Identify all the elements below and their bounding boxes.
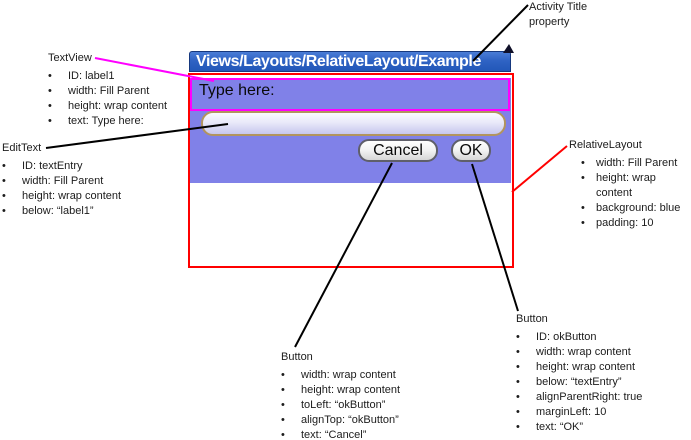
annotation-list: • ID: label1 • width: Fill Parent • height:…: [48, 69, 167, 129]
annotation-text: text: “Cancel”: [301, 429, 367, 440]
annotation-text: height: wrap content: [596, 172, 656, 199]
annotation-text: text: Type here:: [68, 115, 144, 127]
bullet-icon: •: [48, 100, 52, 112]
annotation-item: • toLeft: “okButton”: [281, 398, 400, 413]
annotation-list: • width: wrap content • height: wrap conte…: [281, 368, 400, 440]
bullet-icon: •: [48, 115, 52, 127]
annotation-text: width: Fill Parent: [68, 85, 150, 97]
annotation-item: • ID: okButton: [516, 330, 642, 345]
annotation-item: • padding: 10: [581, 216, 691, 231]
annotation-title: Button: [516, 313, 548, 325]
text-entry-input[interactable]: [201, 111, 506, 136]
bullet-icon: •: [2, 175, 6, 187]
annotation-item: • alignParentRight: true: [516, 390, 642, 405]
annotation-item: • height: wrap content: [581, 171, 691, 201]
annotation-relativelayout: RelativeLayout • width: Fill Parent • heig…: [569, 139, 691, 231]
annotation-list: • ID: okButton • width: wrap content • heig…: [516, 330, 642, 435]
annotation-textview: TextView • ID: label1 • width: Fill Parent…: [48, 52, 167, 129]
annotation-text: height: wrap content: [536, 361, 636, 373]
annotation-button-ok: Button • ID: okButton • width: wrap conten…: [516, 313, 642, 435]
cancel-button[interactable]: Cancel: [358, 139, 438, 162]
bullet-icon: •: [281, 414, 285, 426]
bullet-icon: •: [581, 217, 585, 229]
textview-label: Type here:: [199, 82, 275, 99]
bullet-icon: •: [516, 391, 520, 403]
annotation-text: height: wrap content: [301, 384, 401, 396]
annotation-text: width: Fill Parent: [22, 175, 104, 187]
annotation-item: • alignTop: “okButton”: [281, 413, 400, 428]
annotation-item: • below: “label1”: [2, 204, 121, 219]
annotation-button-cancel: Button • width: wrap content • height: wra…: [281, 351, 400, 440]
ok-button[interactable]: OK: [451, 139, 491, 162]
annotation-text: toLeft: “okButton”: [301, 399, 386, 411]
bullet-icon: •: [516, 406, 520, 418]
annotation-text: Activity Title property: [529, 1, 588, 28]
activity-titlebar: Views/Layouts/RelativeLayout/Example: [189, 51, 511, 72]
connector-line-relativelayout: [511, 145, 568, 193]
annotation-item: • text: “OK”: [516, 420, 642, 435]
annotation-text: below: “textEntry”: [536, 376, 622, 388]
annotation-item: • ID: label1: [48, 69, 167, 84]
annotation-text: below: “label1”: [22, 205, 94, 217]
annotation-item: • background: blue: [581, 201, 691, 216]
annotation-edittext: EditText • ID: textEntry • width: Fill Par…: [2, 142, 121, 219]
annotation-item: • text: “Cancel”: [281, 428, 400, 440]
annotation-text: width: Fill Parent: [596, 157, 678, 169]
annotation-text: padding: 10: [596, 217, 654, 229]
bullet-icon: •: [516, 361, 520, 373]
bullet-icon: •: [281, 369, 285, 381]
annotation-text: height: wrap content: [22, 190, 122, 202]
annotation-item: • width: Fill Parent: [48, 84, 167, 99]
annotation-item: • width: wrap content: [516, 345, 642, 360]
annotation-item: • width: Fill Parent: [2, 174, 121, 189]
bullet-icon: •: [2, 190, 6, 202]
annotation-text: alignParentRight: true: [536, 391, 643, 403]
bullet-icon: •: [516, 331, 520, 343]
bullet-icon: •: [281, 399, 285, 411]
annotation-item: • below: “textEntry”: [516, 375, 642, 390]
annotation-text: ID: textEntry: [22, 160, 83, 172]
annotation-title: EditText: [2, 142, 42, 154]
annotation-item: • width: Fill Parent: [581, 156, 691, 171]
annotation-text: ID: label1: [68, 70, 115, 82]
annotation-item: • height: wrap content: [281, 383, 400, 398]
annotation-item: • height: wrap content: [48, 99, 167, 114]
annotation-text: alignTop: “okButton”: [301, 414, 399, 426]
bullet-icon: •: [2, 160, 6, 172]
annotation-text: height: wrap content: [68, 100, 168, 112]
bullet-icon: •: [48, 85, 52, 97]
annotation-item: • text: Type here:: [48, 114, 167, 129]
bullet-icon: •: [2, 205, 6, 217]
annotation-list: • width: Fill Parent • height: wrap conten…: [569, 156, 691, 231]
annotation-text: width: wrap content: [536, 346, 631, 358]
annotation-title: RelativeLayout: [569, 139, 642, 151]
annotation-text: ID: okButton: [536, 331, 597, 343]
annotation-item: • height: wrap content: [516, 360, 642, 375]
annotation-item: • marginLeft: 10: [516, 405, 642, 420]
bullet-icon: •: [516, 421, 520, 433]
annotation-title: TextView: [48, 52, 92, 64]
annotation-activity-title: Activity Title property: [529, 0, 603, 30]
bullet-icon: •: [516, 376, 520, 388]
annotation-list: • ID: textEntry • width: Fill Parent • heig…: [2, 159, 121, 219]
bullet-icon: •: [516, 346, 520, 358]
annotation-item: • ID: textEntry: [2, 159, 121, 174]
annotation-text: marginLeft: 10: [536, 406, 607, 418]
annotation-title: Button: [281, 351, 313, 363]
bullet-icon: •: [281, 429, 285, 440]
bullet-icon: •: [581, 202, 585, 214]
annotation-text: text: “OK”: [536, 421, 584, 433]
bullet-icon: •: [581, 172, 585, 184]
annotation-text: background: blue: [596, 202, 681, 214]
textview-highlight-rect: [190, 78, 510, 111]
bullet-icon: •: [281, 384, 285, 396]
bullet-icon: •: [48, 70, 52, 82]
bullet-icon: •: [581, 157, 585, 169]
annotation-item: • width: wrap content: [281, 368, 400, 383]
annotation-text: width: wrap content: [301, 369, 396, 381]
annotation-item: • height: wrap content: [2, 189, 121, 204]
